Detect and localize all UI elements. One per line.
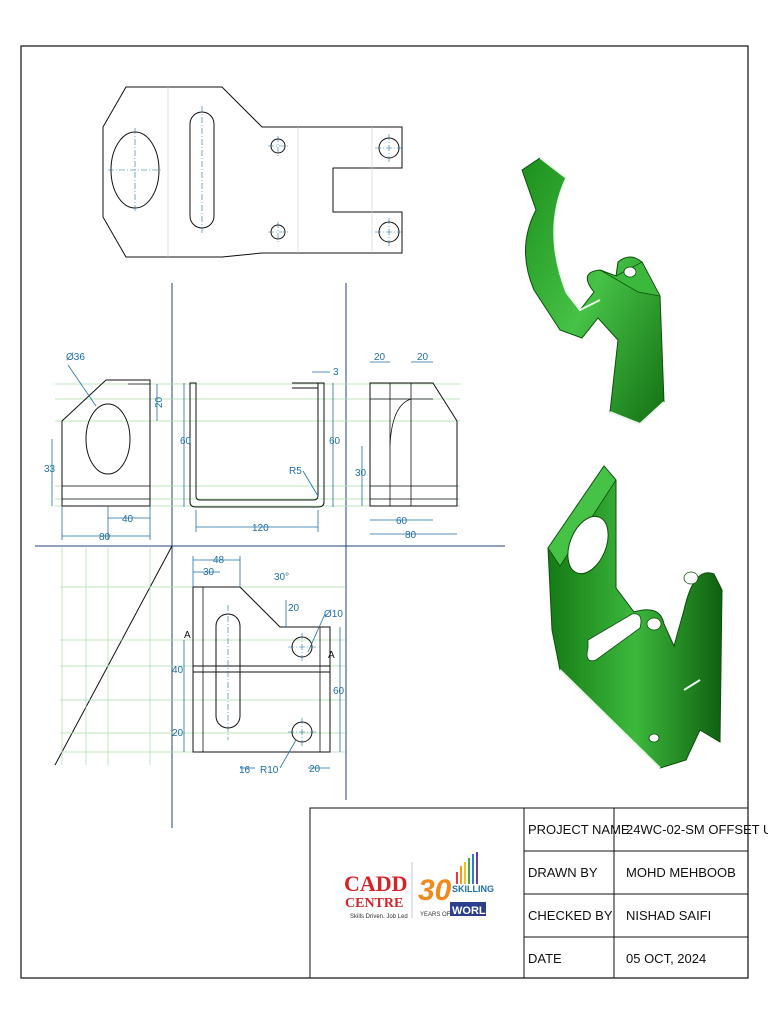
logo-years-num: 30 [418, 874, 452, 907]
dim-plan-30deg: 30° [274, 572, 289, 583]
logo-cadd: CADD [344, 871, 408, 896]
logo-years-of: YEARS OF [420, 912, 451, 918]
drawn-by-label: DRAWN BY [528, 865, 598, 880]
dim-top-80: 80 [99, 532, 111, 543]
dim-top-40: 40 [122, 514, 134, 525]
dim-side-80: 80 [405, 530, 417, 541]
date-label: DATE [528, 951, 562, 966]
dim-side-30: 30 [355, 468, 367, 479]
front-view: 60 60 3 R5 120 [180, 367, 341, 534]
dim-side-20b: 20 [417, 352, 429, 363]
dim-top-dia36: Ø36 [66, 352, 85, 363]
logo-tagline: Skills Driven. Job Led [350, 914, 408, 920]
checked-by-value: NISHAD SAIFI [626, 908, 711, 923]
dim-front-60-left: 60 [180, 436, 192, 447]
title-block: PROJECT NAME 24WC-02-SM OFFSET U DRAWN B… [309, 807, 768, 979]
dim-plan-20b: 20 [172, 728, 184, 739]
dim-plan-48: 48 [213, 555, 225, 566]
dim-side-20a: 20 [374, 352, 386, 363]
drawn-by-value: MOHD MEHBOOB [626, 865, 736, 880]
checked-by-label: CHECKED BY [528, 908, 613, 923]
plan-view: 48 30 30° 20 Ø10 40 60 20 16 R10 20 A A [172, 555, 345, 776]
section-marker-a-left: A [184, 630, 191, 641]
logo-centre: CENTRE [345, 896, 403, 911]
dim-plan-30: 30 [203, 567, 215, 578]
dim-plan-20: 20 [288, 603, 300, 614]
dim-plan-16: 16 [239, 765, 251, 776]
dim-plan-40: 40 [172, 665, 184, 676]
dim-plan-20c: 20 [309, 764, 321, 775]
logo-world: WORLD [452, 905, 494, 917]
left-view: Ø36 20 33 40 80 [44, 352, 165, 543]
isometric-view-1 [521, 157, 665, 426]
projection-lines [35, 283, 505, 828]
section-marker-a-right: A [328, 650, 335, 661]
right-view: 20 20 30 60 80 [355, 352, 458, 541]
sheet-border [20, 45, 749, 979]
dim-plan-60: 60 [333, 686, 345, 697]
dim-front-120: 120 [252, 523, 269, 534]
isometric-view-2 [547, 465, 723, 769]
dim-plan-r10: R10 [260, 765, 279, 776]
project-name-label: PROJECT NAME [528, 822, 630, 837]
dim-front-r5: R5 [289, 466, 302, 477]
date-value: 05 OCT, 2024 [626, 951, 706, 966]
company-logo: CADD CENTRE Skills Driven. Job Led 30 YE… [344, 852, 494, 920]
dim-side-60: 60 [396, 516, 408, 527]
project-name-value: 24WC-02-SM OFFSET U [626, 822, 768, 837]
dim-top-33: 33 [44, 464, 56, 475]
dim-top-20: 20 [154, 396, 165, 408]
logo-skilling: SKILLING [452, 884, 494, 894]
logo-bars-icon [456, 852, 478, 884]
dim-front-3: 3 [333, 367, 339, 378]
dim-plan-dia10: Ø10 [324, 609, 343, 620]
dim-front-60-right: 60 [329, 436, 341, 447]
flat-pattern-view [102, 86, 403, 258]
